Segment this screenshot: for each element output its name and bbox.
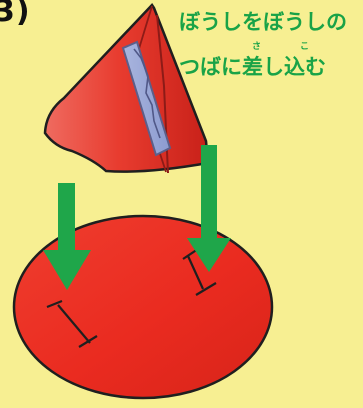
step-number: 3) [0, 0, 31, 29]
caption-line-2: つばに差し込む [179, 57, 326, 78]
caption-ruby-sa: さ [252, 43, 261, 52]
caption-ruby-ko: こ [300, 43, 309, 52]
hat-brim [14, 216, 272, 398]
caption-line-1: ぼうしをぼうしの [179, 12, 347, 33]
